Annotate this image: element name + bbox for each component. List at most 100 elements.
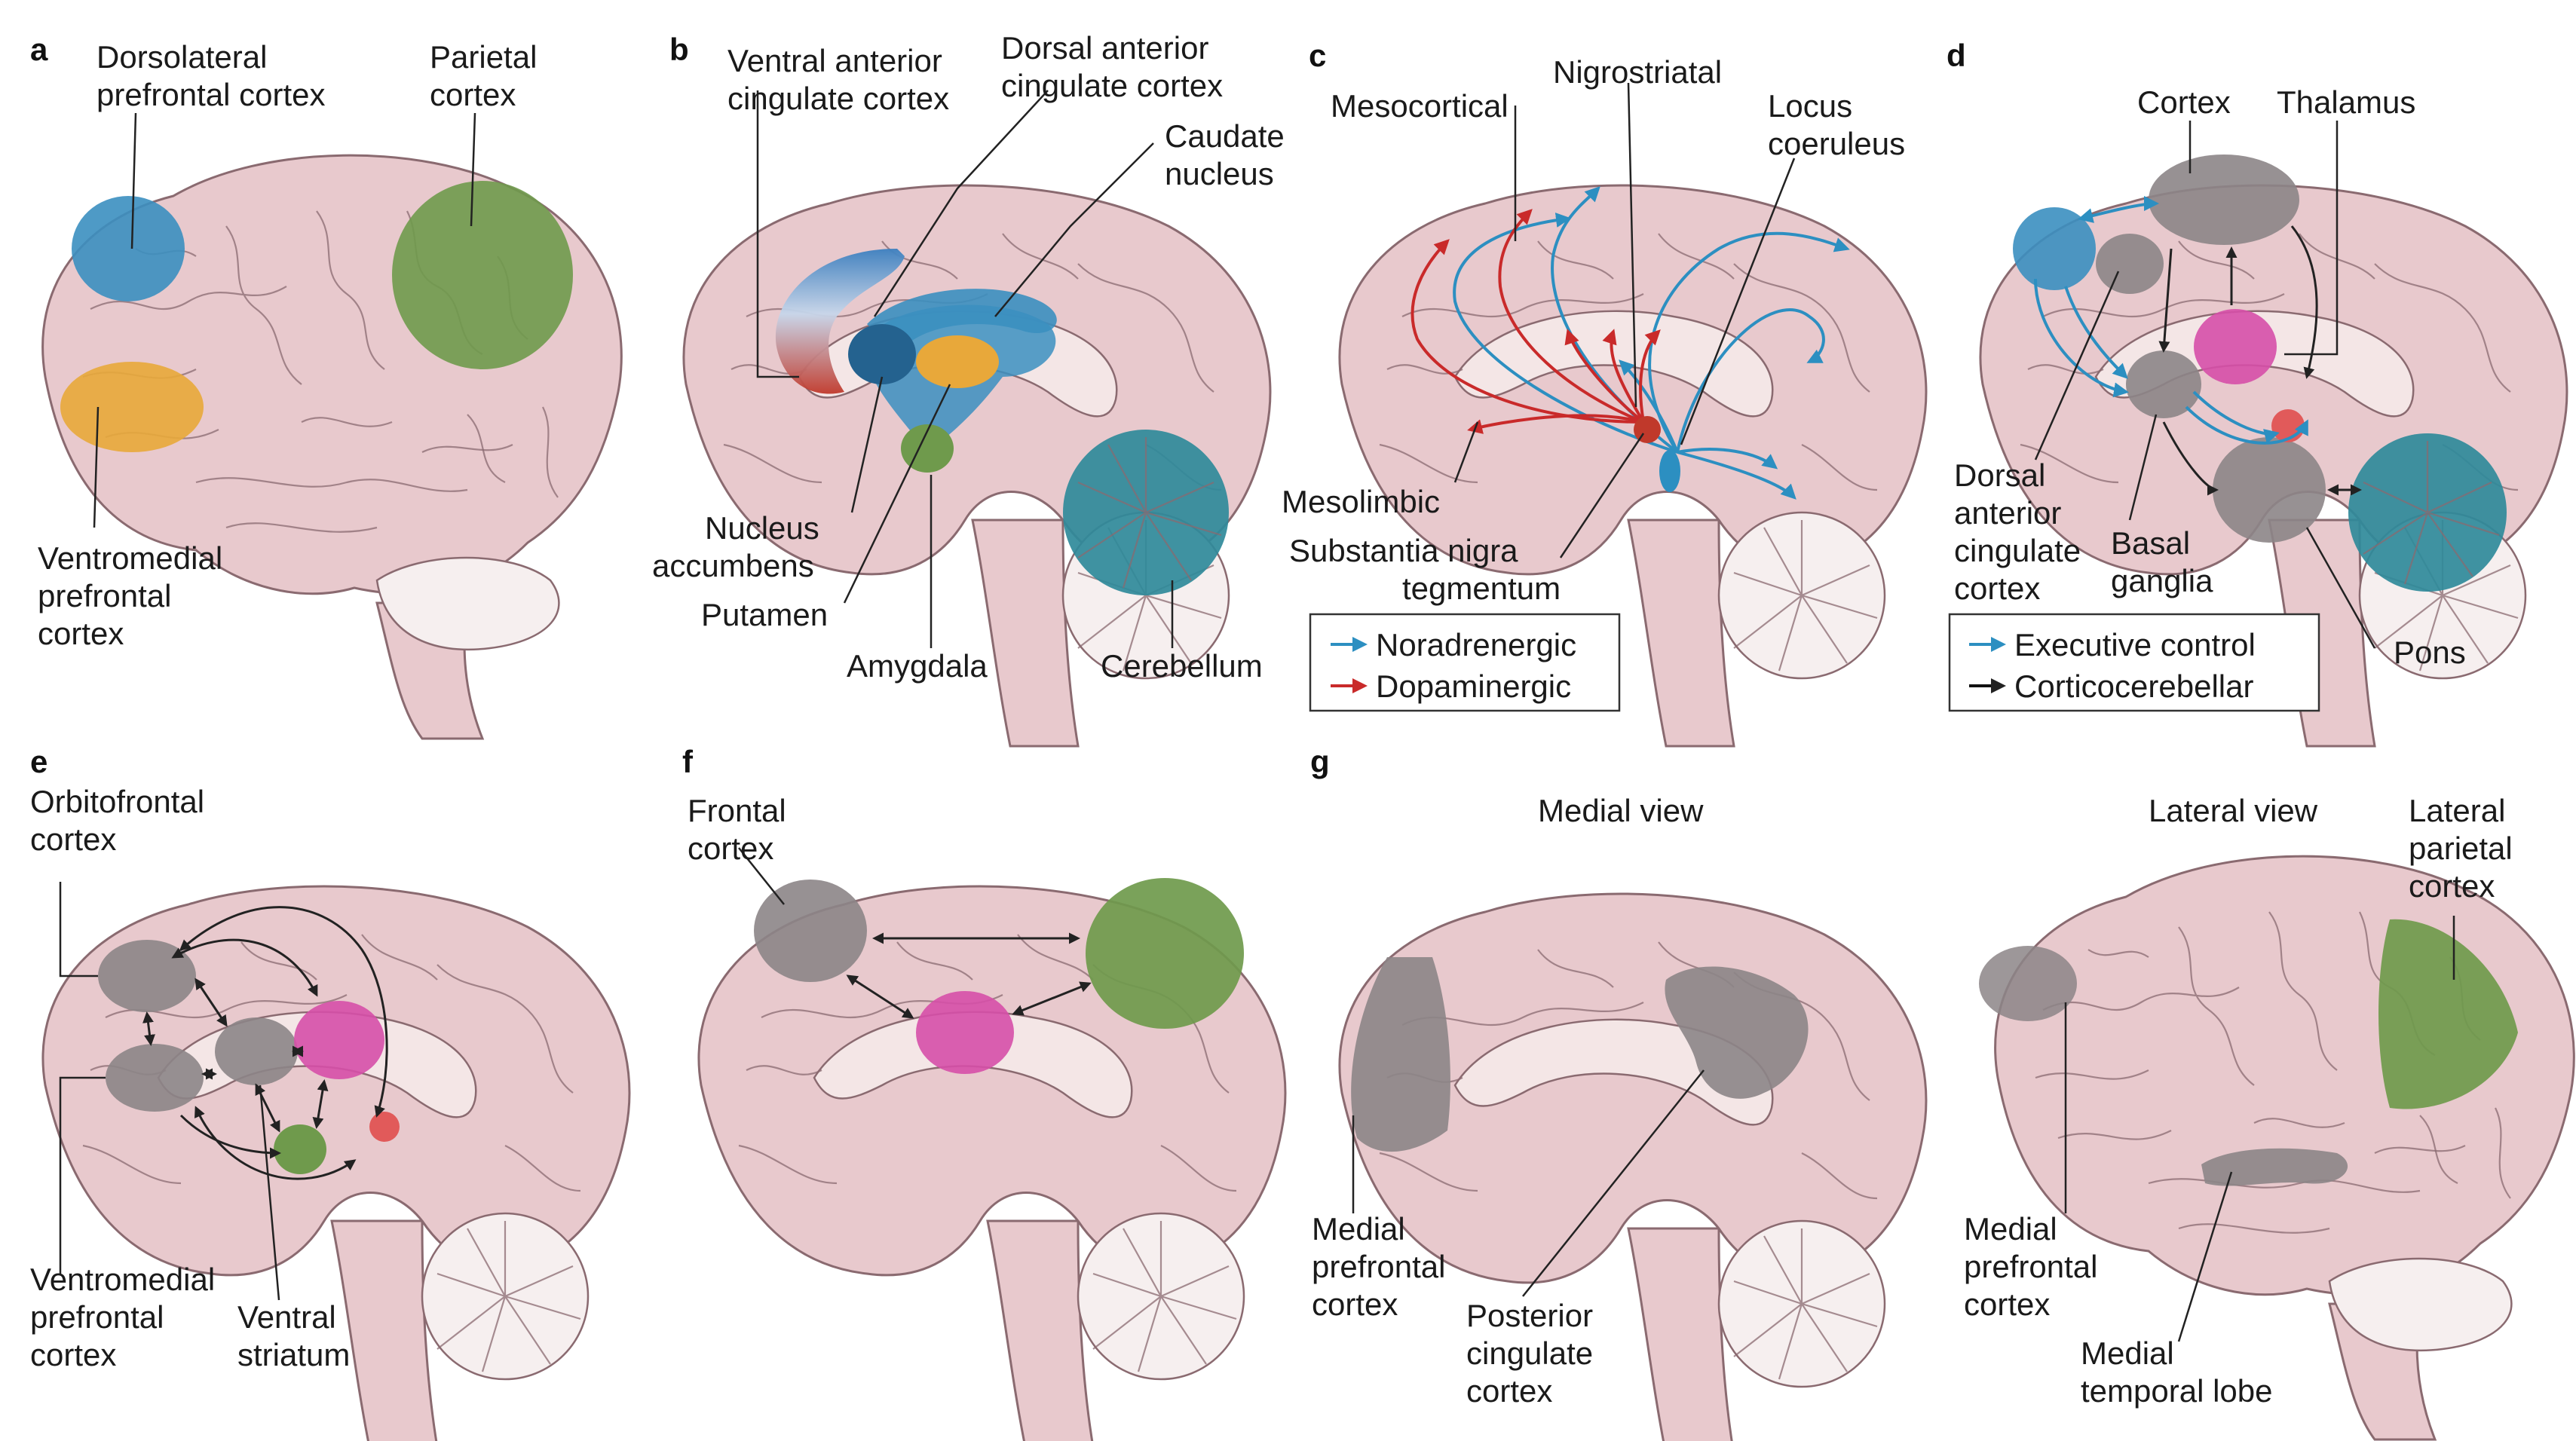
label-lpc-3: cortex [2409, 868, 2495, 904]
basal-ganglia-region [2126, 350, 2201, 418]
label-locus-1: Locus [1768, 88, 1852, 124]
executive-control-arrows [2034, 196, 2308, 445]
label-vmpfc-e-3: cortex [30, 1337, 116, 1372]
label-mesocortical: Mesocortical [1331, 88, 1509, 124]
label-vacc-1: Ventral anterior [727, 43, 942, 78]
legend-d: Executive control Corticocerebellar [1948, 613, 2320, 712]
label-parietal-2: cortex [430, 77, 516, 112]
putamen-region [916, 335, 999, 388]
label-vmpfc-2: prefrontal [38, 578, 171, 613]
label-sn-1: Substantia nigra [1289, 533, 1518, 568]
label-dacc-d-3: cingulate [1954, 533, 2081, 568]
label-pcc-3: cortex [1466, 1373, 1552, 1409]
label-ofc-2: cortex [30, 821, 116, 857]
panel-g: g Medial view Lateral view Medial prefro… [1310, 744, 2575, 1441]
panel-a: a Dorsolateral prefrontal cortex Parieta… [30, 32, 623, 740]
label-cortex: Cortex [2137, 84, 2231, 120]
label-dacc-1: Dorsal anterior [1001, 30, 1208, 66]
mpfc-region-g [1351, 957, 1450, 1152]
thalamus-region-e [294, 1001, 384, 1079]
label-amygdala: Amygdala [847, 648, 988, 684]
panel-letter-f: f [682, 744, 694, 779]
label-lmpfc-1: Medial [1964, 1211, 2057, 1247]
label-mpfc-g-3: cortex [1312, 1286, 1398, 1322]
panel-b: b Ventral anterior cingulate cortex Dors… [652, 30, 1285, 748]
pons-region [2213, 437, 2326, 543]
label-frontal-2: cortex [688, 831, 773, 866]
label-nigrostriatal: Nigrostriatal [1553, 54, 1722, 90]
label-lpc-2: parietal [2409, 831, 2513, 866]
vmpfc-region-e [106, 1044, 204, 1112]
legend-c-noradrenergic: Noradrenergic [1376, 627, 1576, 662]
label-vmpfc-e-1: Ventromedial [30, 1262, 215, 1297]
label-thalamus: Thalamus [2277, 84, 2415, 120]
parietal-region [392, 181, 573, 369]
parietal-region-f [1086, 878, 1244, 1029]
frontoparietal-arrows [846, 932, 1092, 1019]
ofc-region [98, 940, 196, 1012]
label-vs-2: striatum [237, 1337, 350, 1372]
label-lmpfc-2: prefrontal [1964, 1249, 2097, 1284]
panel-letter-d: d [1947, 38, 1966, 73]
label-pcc-1: Posterior [1466, 1298, 1593, 1333]
amygdala-region-e [274, 1124, 326, 1174]
label-medial-view: Medial view [1538, 793, 1704, 828]
panel-d: d Cortex Thalamus Dorsal anterior cingul… [1947, 38, 2568, 748]
label-mesolimbic: Mesolimbic [1282, 484, 1440, 519]
label-bg-2: ganglia [2111, 563, 2213, 598]
frontal-cortex-region [754, 880, 867, 982]
ventral-striatum-region [215, 1017, 298, 1085]
label-mtl-2: temporal lobe [2081, 1373, 2272, 1409]
label-dacc-2: cingulate cortex [1001, 68, 1223, 103]
label-lateral-view: Lateral view [2149, 793, 2318, 828]
label-lpc-1: Lateral [2409, 793, 2505, 828]
vmpfc-region [60, 362, 204, 452]
legend-d-executive: Executive control [2014, 627, 2256, 662]
red-node-e [369, 1112, 400, 1142]
vacc-region [775, 249, 905, 394]
label-parietal-1: Parietal [430, 39, 537, 75]
label-vmpfc-1: Ventromedial [38, 540, 222, 576]
pcc-region-g [1665, 966, 1809, 1099]
legend-d-corticocerebellar: Corticocerebellar [2014, 668, 2253, 704]
label-dacc-d-2: anterior [1954, 495, 2061, 531]
panel-letter-e: e [30, 744, 47, 779]
label-bg-1: Basal [2111, 525, 2190, 561]
panel-letter-g: g [1310, 744, 1330, 779]
thalamus-region [2194, 309, 2277, 384]
label-dlpfc-2: prefrontal cortex [96, 77, 325, 112]
label-lmpfc-3: cortex [1964, 1286, 2050, 1322]
label-vmpfc-e-2: prefrontal [30, 1299, 164, 1335]
noradrenergic-pathways [1453, 186, 1850, 500]
panel-e: e Orbitofrontal cortex Ventromedial pref… [30, 744, 631, 1441]
label-vmpfc-3: cortex [38, 616, 124, 651]
label-sn-2: tegmentum [1402, 571, 1561, 606]
panel-c: c Mesocortical Nigrostriatal Locus coeru… [1282, 38, 1928, 748]
label-ofc-1: Orbitofrontal [30, 784, 204, 819]
lpc-region [2378, 919, 2518, 1109]
dlpfc-region [72, 196, 185, 301]
label-caudate-2: nucleus [1165, 156, 1274, 191]
label-dacc-d-4: cortex [1954, 571, 2040, 606]
label-frontal-1: Frontal [688, 793, 786, 828]
panel-f: f Frontal cortex [682, 744, 1287, 1441]
label-nacc-2: accumbens [652, 548, 814, 583]
dlpfc-region-d [2013, 207, 2096, 290]
label-putamen: Putamen [701, 597, 828, 632]
label-mpfc-g-2: prefrontal [1312, 1249, 1445, 1284]
label-dlpfc-1: Dorsolateral [96, 39, 267, 75]
legend-c-dopaminergic: Dopaminergic [1376, 668, 1571, 704]
label-vacc-2: cingulate cortex [727, 81, 949, 116]
nucleus-accumbens-region [848, 324, 916, 384]
cortex-region [2149, 155, 2299, 245]
panel-letter-a: a [30, 32, 48, 67]
label-cerebellum: Cerebellum [1101, 648, 1263, 684]
label-mpfc-g-1: Medial [1312, 1211, 1405, 1247]
thalamus-region-f [916, 991, 1014, 1074]
panel-letter-c: c [1309, 38, 1326, 73]
label-mtl-1: Medial [2081, 1335, 2174, 1371]
dacc-region-d [2096, 234, 2164, 294]
legend-c: Noradrenergic Dopaminergic [1309, 613, 1621, 712]
label-vs-1: Ventral [237, 1299, 336, 1335]
